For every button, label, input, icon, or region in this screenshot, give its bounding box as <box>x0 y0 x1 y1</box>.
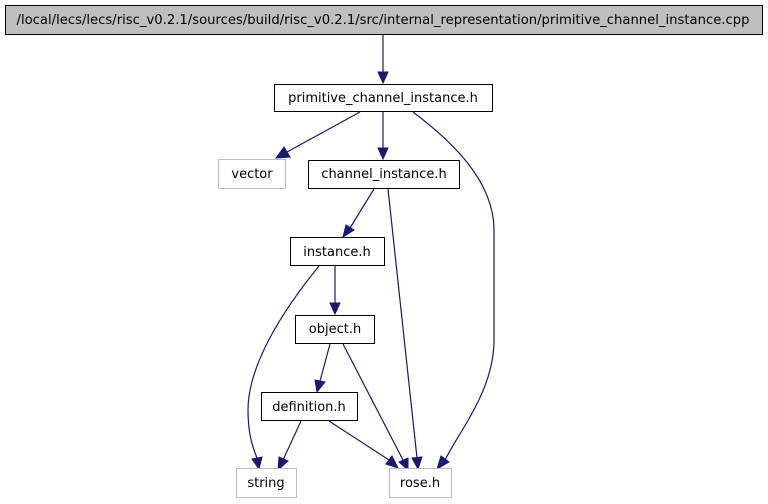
node-root-file-label: /local/lecs/lecs/risc_v0.2.1/sources/bui… <box>17 13 750 28</box>
edge-root-to-primitive-channel-instance-h <box>377 35 389 85</box>
node-instance-h[interactable]: instance.h <box>290 237 385 266</box>
node-object-h[interactable]: object.h <box>295 315 375 344</box>
node-object-h-label: object.h <box>309 322 361 337</box>
edge-instance-h-to-object-h <box>329 266 341 316</box>
nodes: /local/lecs/lecs/risc_v0.2.1/sources/bui… <box>5 5 763 498</box>
node-string-label: string <box>247 476 284 491</box>
node-string: string <box>236 468 297 498</box>
edge-definition-h-to-rose-h <box>328 420 399 469</box>
edge-instance-h-to-string <box>247 265 320 471</box>
node-instance-h-label: instance.h <box>303 245 370 260</box>
edge-primitive-channel-instance-h-to-rose-h <box>412 111 495 471</box>
edge-channel-instance-h-to-instance-h <box>342 188 375 239</box>
node-vector-label: vector <box>231 167 273 182</box>
node-definition-h[interactable]: definition.h <box>261 392 358 421</box>
node-primitive-channel-instance-h-label: primitive_channel_instance.h <box>288 91 478 106</box>
node-channel-instance-h[interactable]: channel_instance.h <box>308 160 460 189</box>
node-vector: vector <box>218 159 286 189</box>
edge-definition-h-to-string <box>277 420 302 472</box>
edge-object-h-to-rose-h <box>342 343 409 472</box>
node-channel-instance-h-label: channel_instance.h <box>321 167 446 182</box>
node-rose-h-label: rose.h <box>400 476 440 491</box>
edges <box>247 35 495 472</box>
edge-object-h-to-definition-h <box>314 343 331 394</box>
node-root-file[interactable]: /local/lecs/lecs/risc_v0.2.1/sources/bui… <box>5 5 763 35</box>
node-definition-h-label: definition.h <box>272 400 346 415</box>
node-primitive-channel-instance-h[interactable]: primitive_channel_instance.h <box>274 84 493 112</box>
edge-channel-instance-h-to-rose-h <box>387 188 423 471</box>
edge-primitive-channel-instance-h-to-channel-instance-h <box>377 112 389 161</box>
node-rose-h: rose.h <box>389 468 452 498</box>
edge-primitive-channel-instance-h-to-vector <box>274 111 361 159</box>
